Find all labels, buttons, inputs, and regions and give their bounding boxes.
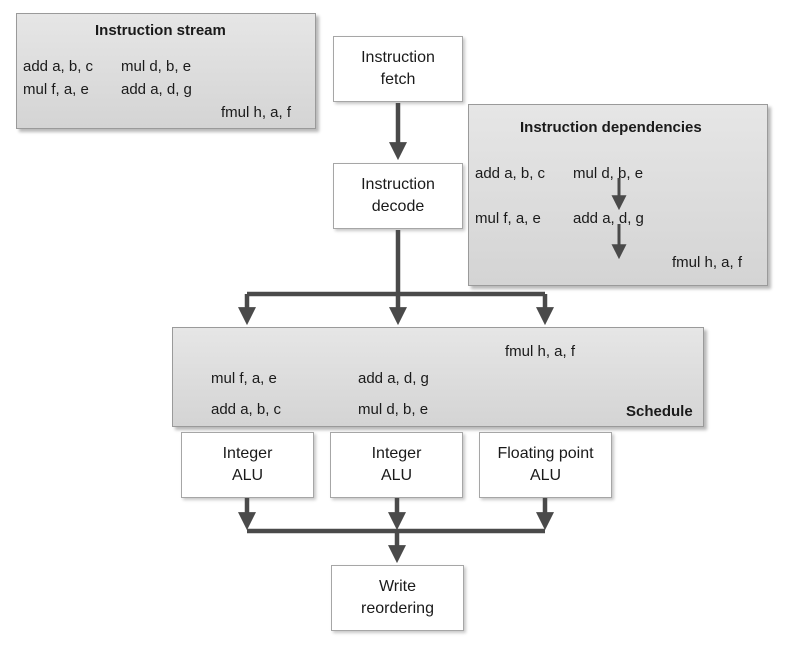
integer-alu-1-box: Integer ALU bbox=[181, 432, 314, 498]
instruction-dependencies-panel: Instruction dependencies add a, b, c mul… bbox=[468, 104, 768, 286]
schedule-label: Schedule bbox=[626, 403, 693, 420]
alu-label-line2: ALU bbox=[231, 467, 264, 484]
dependency-instruction: mul d, b, e bbox=[573, 165, 644, 182]
integer-alu-2-box: Integer ALU bbox=[330, 432, 463, 498]
fetch-label-line1: Instruction bbox=[361, 49, 435, 66]
scheduled-instruction: mul d, b, e bbox=[358, 401, 429, 418]
stream-instruction: mul d, b, e bbox=[121, 58, 192, 75]
alu-label-line2: ALU bbox=[529, 467, 562, 484]
instruction-stream-title: Instruction stream bbox=[95, 22, 226, 39]
dependency-instruction: add a, b, c bbox=[475, 165, 546, 182]
alu-label-line1: Floating point bbox=[497, 445, 594, 462]
instruction-decode-box: Instruction decode bbox=[333, 163, 463, 229]
instruction-fetch-box: Instruction fetch bbox=[333, 36, 463, 102]
stream-instruction: add a, d, g bbox=[121, 81, 192, 98]
decode-label-line2: decode bbox=[371, 198, 425, 215]
instruction-stream-panel: Instruction stream add a, b, c mul d, b,… bbox=[16, 13, 316, 129]
stream-instruction: fmul h, a, f bbox=[221, 104, 292, 121]
scheduled-instruction: fmul h, a, f bbox=[505, 343, 576, 360]
alu-label-line2: ALU bbox=[380, 467, 413, 484]
stream-instruction: add a, b, c bbox=[23, 58, 94, 75]
stream-instruction: mul f, a, e bbox=[23, 81, 89, 98]
schedule-panel: fmul h, a, f mul f, a, e add a, d, g add… bbox=[172, 327, 704, 427]
write-reordering-box: Write reordering bbox=[331, 565, 464, 631]
alu-label-line1: Integer bbox=[371, 445, 422, 462]
write-label-line1: Write bbox=[378, 578, 417, 595]
floating-point-alu-box: Floating point ALU bbox=[479, 432, 612, 498]
dependency-instruction: fmul h, a, f bbox=[672, 254, 743, 271]
dependency-instruction: add a, d, g bbox=[573, 210, 644, 227]
write-label-line2: reordering bbox=[361, 600, 434, 617]
dependency-instruction: mul f, a, e bbox=[475, 210, 541, 227]
decode-label-line1: Instruction bbox=[361, 176, 435, 193]
dependencies-title: Instruction dependencies bbox=[520, 119, 702, 136]
fetch-label-line2: fetch bbox=[380, 71, 416, 88]
alu-label-line1: Integer bbox=[222, 445, 273, 462]
scheduled-instruction: add a, b, c bbox=[211, 401, 282, 418]
scheduled-instruction: add a, d, g bbox=[358, 370, 429, 387]
scheduled-instruction: mul f, a, e bbox=[211, 370, 277, 387]
